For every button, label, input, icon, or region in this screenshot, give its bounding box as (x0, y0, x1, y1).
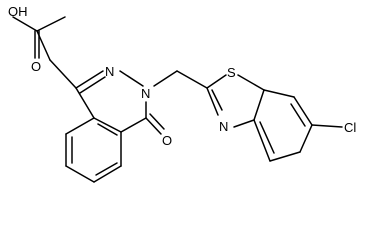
bond-bt-5-inner (259, 121, 275, 154)
bond-c-oh (36, 16, 66, 32)
phthalazinone-ring (75, 70, 147, 133)
benzo-ring (65, 117, 122, 183)
bond-bt-2 (293, 96, 313, 126)
bond-bt-3 (299, 124, 313, 153)
bond-acid-ch2 (36, 30, 51, 61)
chemical-structure-canvas: OH O N N O S N Cl (8, 4, 356, 183)
methylene-linker (153, 70, 208, 89)
molecule-drawing: OH O N N O S N Cl (8, 4, 356, 183)
atom-oh-label: OH (8, 4, 28, 19)
bond-bz-4-inner (95, 162, 118, 176)
atom-n-thiazole-label: N (219, 119, 228, 134)
atom-n-upper-label: N (105, 64, 114, 79)
bond-c4a-c8a (93, 117, 122, 133)
atom-cl-label: Cl (344, 120, 356, 135)
bond-bz-6-inner (97, 123, 118, 136)
bond-bz-1 (65, 117, 95, 135)
bond-c4-c4a (120, 117, 147, 133)
bond-n3-ch2 (153, 70, 178, 87)
atom-s-label: S (227, 65, 236, 80)
bond-oh-c (12, 16, 38, 32)
bond-n2-n3 (119, 70, 144, 87)
benzothiazole-benzo-ring (253, 89, 343, 162)
bond-c8a-c1 (75, 87, 95, 119)
bond-bz-4 (93, 165, 122, 183)
bond-c4-o-double (149, 113, 165, 130)
bond-c2-n-double (211, 89, 223, 111)
bond-bz-3 (65, 165, 95, 183)
bond-c-cl (311, 124, 343, 128)
bond-ch2-c2 (176, 70, 208, 89)
bond-c2-n (206, 87, 219, 116)
thiazole-ring (206, 74, 265, 128)
bond-c1-n2 (75, 70, 104, 89)
carbonyl-group (145, 113, 165, 135)
bond-c1-n2-double (79, 76, 106, 94)
bond-bt-4 (269, 151, 301, 162)
bond-c2-s (206, 74, 227, 89)
atom-n-ring-label: N (141, 86, 150, 101)
bond-c4-o (145, 117, 162, 135)
bond-c3a-c7a (253, 89, 265, 121)
bond-bt-5 (253, 119, 271, 162)
bond-bt-1 (263, 89, 295, 98)
bond-s-c7a (237, 74, 265, 91)
bond-n-c3a (233, 119, 255, 128)
atom-o-acid-label: O (31, 59, 41, 74)
acetic-acid-group (12, 16, 77, 89)
atom-o-keto-label: O (162, 133, 172, 148)
bond-bt-2-inner (290, 103, 306, 127)
bond-ch2-ring (49, 59, 77, 89)
